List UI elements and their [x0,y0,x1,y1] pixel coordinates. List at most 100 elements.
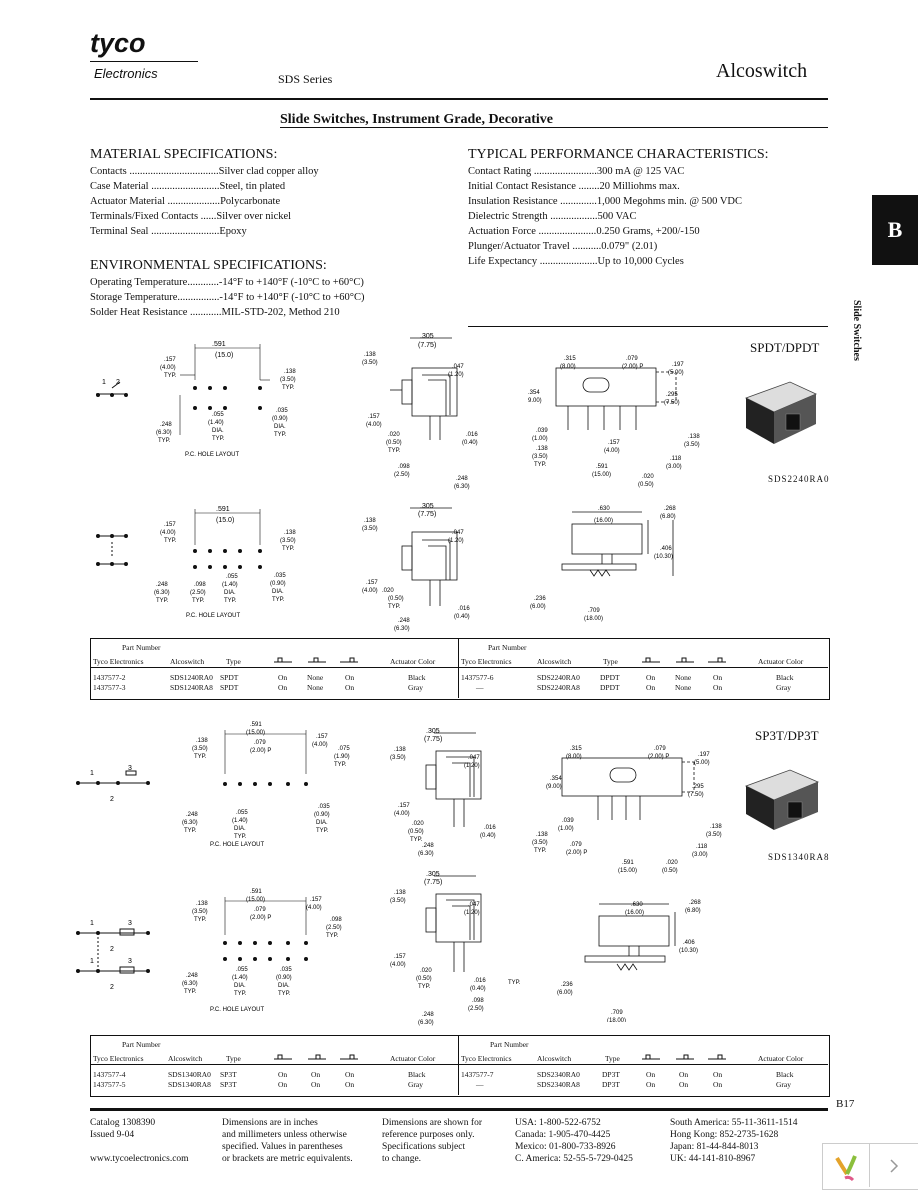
svg-text:(1.00): (1.00) [558,826,574,832]
spec-row: Initial Contact Resistance ........20 Mi… [468,181,680,192]
svg-text:(6.30): (6.30) [418,1020,434,1026]
svg-text:.305: .305 [420,333,434,340]
footer-reference-note: Dimensions are shown for reference purpo… [382,1118,482,1164]
table-cell: On [311,1080,321,1089]
spec-row: Terminals/Fixed Contacts ......Silver ov… [90,211,292,222]
svg-text:TYP.: TYP. [272,597,285,603]
svg-text:.020: .020 [388,432,400,438]
svg-text:(0.50): (0.50) [662,868,678,874]
svg-text:(1.40): (1.40) [232,818,248,824]
svg-text:TYP.: TYP. [282,546,295,552]
issue-date: Issued 9-04 [90,1130,135,1140]
spec-row: Life Expectancy ......................Up… [468,256,684,267]
svg-text:.020: .020 [642,474,654,480]
table-cell: SDS2340RA8 [537,1080,580,1089]
svg-text:.079: .079 [570,842,582,848]
table-cell: Gray [776,1080,791,1089]
table-cell: DPDT [600,683,620,692]
svg-text:(3.50): (3.50) [390,898,406,904]
svg-text:.138: .138 [196,901,208,907]
brand-name: Alcoswitch [716,60,808,82]
table-cell: DP3T [602,1070,620,1079]
spec-row: Contact Rating ........................3… [468,166,685,177]
svg-text:.295: .295 [666,392,678,398]
pc-hole-layout-4: .591 (15.00) .079 (2.00) P .138 (3.50) T… [182,889,342,1013]
svg-text:.138: .138 [284,530,296,536]
svg-text:(9.00): (9.00) [528,398,542,404]
svg-text:(6.00): (6.00) [530,604,546,610]
table-header-alco-r: Alcoswitch [537,657,572,666]
svg-text:(7.50): (7.50) [664,400,680,406]
svg-text:.591: .591 [212,341,226,348]
svg-text:.197: .197 [698,752,710,758]
table-cell: SDS2240RA0 [537,673,580,682]
section-label-sp3t-dp3t: SP3T/DP3T [755,728,819,743]
svg-text:TYP.: TYP. [274,432,287,438]
next-page-chevron-icon[interactable] [871,1144,917,1187]
svg-text:.157: .157 [164,522,176,528]
svg-text:.248: .248 [186,973,198,979]
svg-text:DIA.: DIA. [274,424,286,430]
svg-text:(1.20): (1.20) [448,538,464,544]
front-view-drawing-1: .315 (8.00) .079 (2.00) P .197 (5.00) .3… [528,356,700,488]
svg-text:(0.90): (0.90) [270,581,286,587]
table-header-part-number-r: Part Number [488,643,527,652]
table-cell: Black [776,673,794,682]
table-header-type-r: Type [605,1054,620,1063]
svg-text:.591: .591 [622,860,634,866]
svg-text:(16.00): (16.00) [625,910,644,916]
svg-text:(4.00): (4.00) [366,422,382,428]
svg-text:(6.30): (6.30) [394,626,410,632]
svg-text:(1.90): (1.90) [334,754,350,760]
svg-text:(5.00): (5.00) [694,760,710,766]
svg-text:TYP.: TYP. [410,837,423,843]
svg-text:.138: .138 [536,446,548,452]
position-icons [274,1054,358,1060]
svg-text:.118: .118 [670,456,682,462]
svg-text:.709: .709 [611,1010,623,1016]
spec-row: Plunger/Actuator Travel ...........0.079… [468,241,658,252]
svg-text:.079: .079 [254,740,266,746]
svg-text:TYP.: TYP. [282,385,295,391]
website-link[interactable]: www.tycoelectronics.com [90,1154,189,1164]
svg-text:.709: .709 [588,608,600,614]
switch-photo-2 [744,769,820,830]
side-view-drawing-3: .305 (7.75) .138 (3.50) .047 (1.20) .157… [390,728,496,857]
svg-text:(3.00): (3.00) [692,852,708,858]
table-cell: SDS1340RA0 [168,1070,211,1079]
svg-text:(1.40): (1.40) [232,975,248,981]
svg-text:.197: .197 [672,362,684,368]
material-specs-list: Contacts ...............................… [90,164,319,239]
svg-text:.098: .098 [398,464,410,470]
table-cell: On [713,1070,723,1079]
table-header-actuator-color: Actuator Color [390,657,436,666]
table-cell: SDS2340RA0 [537,1070,580,1079]
svg-text:.138: .138 [394,747,406,753]
svg-text:TYP.: TYP. [534,848,547,854]
table-header-actuator-color: Actuator Color [390,1054,436,1063]
viewer-logo-icon[interactable] [823,1144,870,1187]
part-number-table-1 [90,638,830,700]
table-cell: On [646,1070,656,1079]
svg-text:TYP.: TYP. [326,933,339,939]
table-cell: 1437577-4 [93,1070,126,1079]
spec-row: Insulation Resistance ..............1,00… [468,196,743,207]
svg-text:TYP.: TYP. [388,604,401,610]
svg-text:(3.50): (3.50) [706,832,722,838]
svg-text:(15.00): (15.00) [618,868,637,874]
table-cell: On [713,683,723,692]
svg-text:.016: .016 [484,825,496,831]
top-view-drawing-1: .630 (16.00) .268 (6.80) .406 (10.30) .2… [530,506,676,622]
table-cell: On [646,1080,656,1089]
svg-text:(2.00) P: (2.00) P [648,754,669,760]
table-header-tyco-r: Tyco Electronics [461,1054,512,1063]
svg-text:TYP.: TYP. [334,762,347,768]
side-view-drawing-4: .305 (7.75) .138 (3.50) .047 (1.20) .157… [390,871,521,1026]
svg-text:TYP.: TYP. [234,991,247,997]
svg-text:1: 1 [90,958,94,965]
svg-text:(6.00): (6.00) [557,990,573,996]
title-underline [280,127,828,128]
svg-text:(0.50): (0.50) [386,440,402,446]
svg-text:(0.90): (0.90) [314,812,330,818]
